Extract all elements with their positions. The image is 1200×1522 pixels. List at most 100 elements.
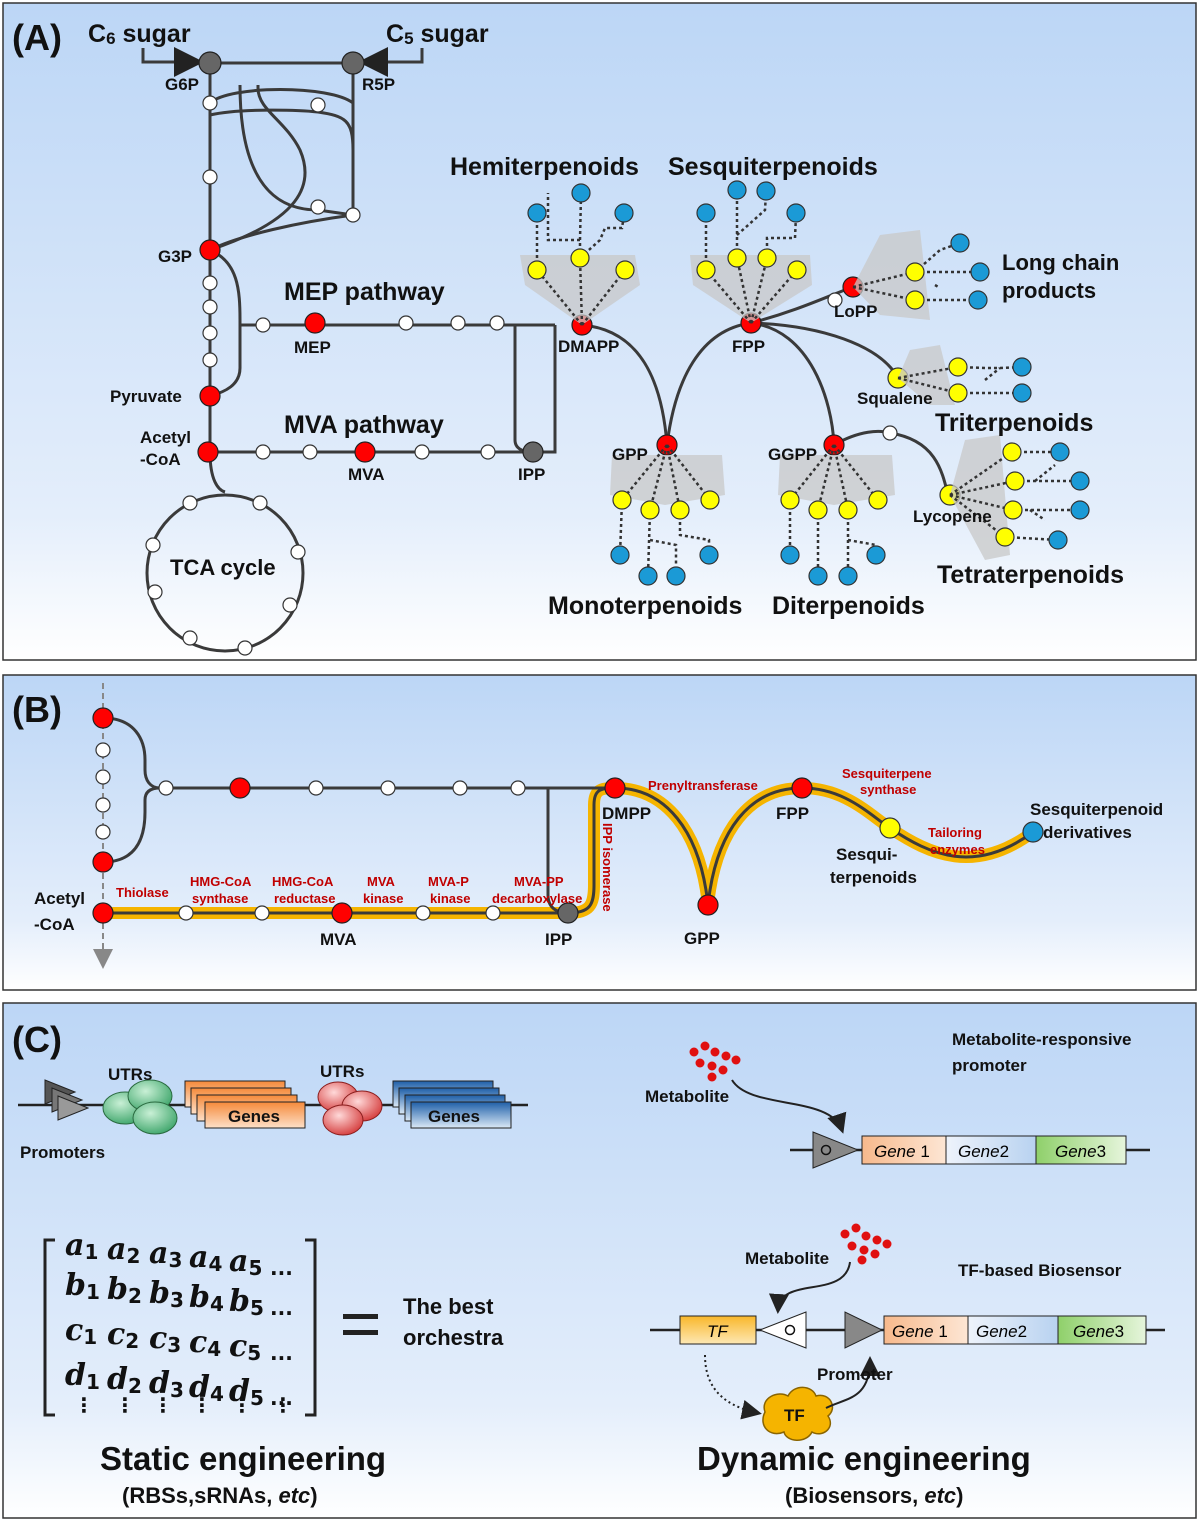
hmg-reductase-label-2: reductase — [274, 891, 335, 906]
g3p-label: G3P — [158, 247, 192, 266]
acetyl-label-2: -CoA — [140, 450, 181, 469]
utr-green-blob-icon — [102, 1079, 178, 1135]
matrix-vdots: ⋮ — [232, 1393, 252, 1417]
utrs-label-2: UTRs — [320, 1062, 364, 1081]
r5p-label: R5P — [362, 75, 395, 94]
product-nodes — [527, 180, 1090, 586]
dynamic-engineering-subtitle: (Biosensors, etc) — [785, 1483, 964, 1508]
matrix-vdots: ⋮ — [192, 1393, 212, 1417]
metabolite-responsive-label-2: promoter — [952, 1056, 1027, 1075]
lycopene-label: Lycopene — [913, 507, 992, 526]
tf-expression-arrow — [704, 1354, 762, 1420]
thiolase-label: Thiolase — [116, 885, 169, 900]
gene1-label: Gene 1 — [874, 1142, 930, 1161]
metabolite-arrow-1 — [731, 1079, 847, 1134]
b-sesqui-label-1: Sesqui- — [836, 845, 897, 864]
sesq-synthase-label-2: synthase — [860, 782, 916, 797]
gene3-box — [1035, 1135, 1127, 1165]
b-mva-label: MVA — [320, 930, 357, 949]
c6-input-arrow — [141, 47, 204, 77]
gene3-label: Gene3 — [1055, 1142, 1106, 1161]
ggpp-label: GGPP — [768, 445, 817, 464]
tf-gene1-label: Gene 1 — [892, 1322, 948, 1341]
tf-biosensor-label: TF-based Biosensor — [958, 1261, 1122, 1280]
g3p-node — [199, 239, 221, 261]
mvap-kinase-label-2: kinase — [430, 891, 470, 906]
tf-gene1-box — [883, 1315, 969, 1345]
b-acetyl-label-2: -CoA — [34, 915, 75, 934]
tf-gene-box — [679, 1315, 757, 1345]
mva-pathway-label: MVA pathway — [284, 411, 444, 439]
tf-gene3-label: Gene3 — [1073, 1322, 1124, 1341]
genes-blue-stack-icon — [392, 1080, 512, 1129]
metabolite-responsive-label-1: Metabolite-responsive — [952, 1030, 1132, 1049]
tf-gene2-label: Gene2 — [976, 1322, 1027, 1341]
utrs-label-1: UTRs — [108, 1065, 152, 1084]
mvap-kinase-label-1: MVA-P — [428, 874, 469, 889]
promoter-label: Promoter — [817, 1365, 893, 1384]
tf-gene-label: TF — [707, 1322, 729, 1341]
equals-sign-icon — [343, 1314, 378, 1335]
sesquiterpenoids-label: Sesquiterpenoids — [668, 153, 878, 181]
product-branches — [535, 190, 1080, 576]
utr-red-blob-icon — [317, 1081, 383, 1136]
mep-node — [304, 312, 326, 334]
best-orchestra-label-1: The best — [403, 1294, 494, 1319]
metabolite-label-2: Metabolite — [745, 1249, 829, 1268]
mva-kinase-label-1: MVA — [367, 874, 396, 889]
long-chain-label-2: products — [1002, 278, 1096, 303]
gpp-label: GPP — [612, 445, 648, 464]
mvapp-label-2: decarboxylase — [492, 891, 582, 906]
mva-node — [354, 441, 376, 463]
mep-pathway-label: MEP pathway — [284, 278, 445, 306]
matrix-bracket-left — [43, 1238, 55, 1417]
hmg-synthase-label-1: HMG-CoA — [190, 874, 252, 889]
b-fpp-node — [791, 777, 813, 799]
g6p-label: G6P — [165, 75, 199, 94]
tf-protein-icon — [762, 1386, 834, 1441]
b-sesqui-label-2: terpenoids — [830, 868, 917, 887]
tf-activation-arrow — [825, 1356, 880, 1409]
b-gpp-node — [697, 894, 719, 916]
mep-label: MEP — [294, 338, 331, 357]
b-derivative-node — [1022, 821, 1044, 843]
b-mva-node — [331, 902, 353, 924]
mva-label: MVA — [348, 465, 385, 484]
b-acetyl-node — [92, 902, 114, 924]
derivatives-label-1: Sesquiterpenoid — [1030, 800, 1163, 819]
long-chain-label-1: Long chain — [1002, 250, 1119, 275]
matrix-vdots: ⋮ — [115, 1393, 135, 1417]
matrix-vdots: ⋮ — [74, 1393, 94, 1417]
triterpenoids-label: Triterpenoids — [935, 409, 1093, 437]
tailoring-label-2: enzymes — [930, 842, 985, 857]
hemiterpenoids-label: Hemiterpenoids — [450, 153, 639, 181]
prenyltransferase-label: Prenyltransferase — [648, 778, 758, 793]
pyruvate-node — [199, 385, 221, 407]
gene2-label: Gene2 — [958, 1142, 1009, 1161]
b-dmpp-label: DMPP — [602, 804, 651, 823]
squalene-label: Squalene — [857, 389, 933, 408]
b-dmpp-node — [604, 777, 626, 799]
b-ipp-node — [557, 902, 579, 924]
mvapp-label-1: MVA-PP — [514, 874, 564, 889]
panel-a-letter: (A) — [12, 17, 62, 58]
ipp-label: IPP — [518, 465, 545, 484]
tca-cycle-nodes — [145, 495, 306, 656]
pyruvate-label: Pyruvate — [110, 387, 182, 406]
matrix-vdots: ⋮ — [153, 1393, 173, 1417]
promoters-label: Promoters — [20, 1143, 105, 1162]
derivatives-label-2: derivatives — [1043, 823, 1132, 842]
promoter-triangles-icon — [44, 1079, 90, 1121]
metabolite-label-1: Metabolite — [645, 1087, 729, 1106]
panel-b: (B) — [2, 674, 1197, 991]
sesq-synthase-label-1: Sesquiterpene — [842, 766, 932, 781]
responsive-promoter-icon — [812, 1131, 860, 1169]
matrix-vdots: ⋮ — [273, 1393, 293, 1417]
acetyl-coa-node — [197, 441, 219, 463]
matrix-bracket-right — [305, 1238, 317, 1417]
c5-input-arrow — [358, 47, 424, 77]
b-sesqui-node — [879, 817, 901, 839]
